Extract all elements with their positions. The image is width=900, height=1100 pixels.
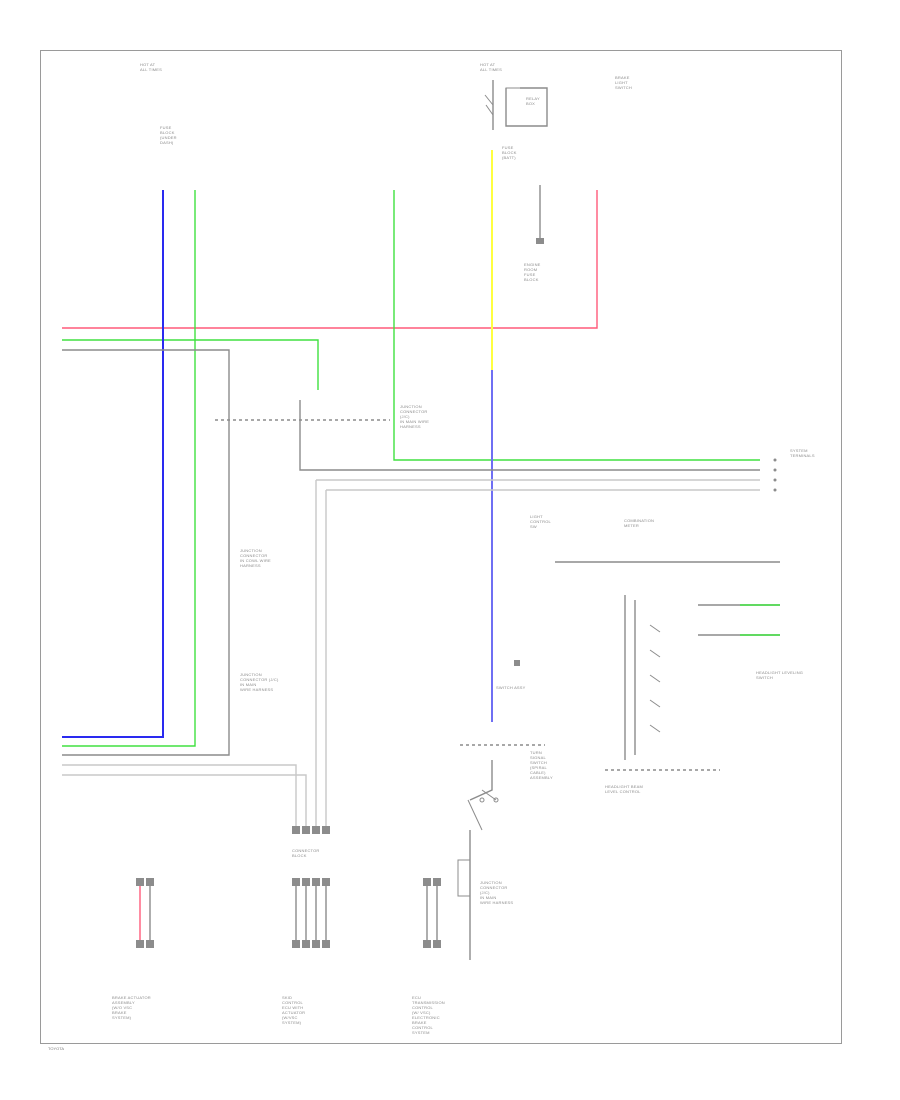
connector-icon bbox=[302, 826, 310, 834]
connector-icon bbox=[302, 878, 310, 886]
wire-dashed-jc bbox=[215, 419, 720, 771]
connector-icon bbox=[423, 940, 431, 948]
headlight-beam-label: HEADLIGHT BEAM LEVEL CONTROL bbox=[605, 784, 644, 794]
junction-bottom-right: JUNCTION CONNECTOR (J/C) IN MAIN WIRE HA… bbox=[480, 880, 514, 905]
connector-icon bbox=[146, 878, 154, 886]
turn-signal-label: TURN SIGNAL SWITCH (SPIRAL CABLE) ASSEMB… bbox=[530, 750, 553, 780]
connector-icon bbox=[146, 940, 154, 948]
wire-green-horizontal bbox=[62, 339, 319, 390]
connector-icon bbox=[292, 826, 300, 834]
connector-icon bbox=[312, 826, 320, 834]
right-edge-header: SYSTEM TERMINALS bbox=[790, 448, 815, 458]
junction-connector-mid: JUNCTION CONNECTOR IN COWL WIRE HARNESS bbox=[240, 548, 271, 568]
connector-icon bbox=[292, 940, 300, 948]
terminal bbox=[773, 468, 777, 472]
switch-assy-label: SWITCH ASSY bbox=[496, 685, 526, 690]
combination-meter: COMBINATION METER bbox=[624, 518, 655, 528]
wire-green-right bbox=[393, 190, 760, 461]
module-mid-label: SKID CONTROL ECU WITH ACTUATOR (W/VSC SY… bbox=[282, 995, 306, 1025]
wire-switch-lines bbox=[555, 561, 780, 760]
headlight-leveling-label: HEADLIGHT LEVELING SWITCH bbox=[756, 670, 804, 680]
connector-icon bbox=[433, 940, 441, 948]
wire-turn bbox=[469, 760, 493, 960]
wire-bottom-mid bbox=[295, 880, 327, 945]
wire-bottom-right bbox=[426, 880, 438, 945]
relay-icon bbox=[505, 87, 548, 127]
switch-icon bbox=[649, 624, 661, 733]
connector-icon bbox=[433, 878, 441, 886]
connector-icon bbox=[136, 878, 144, 886]
relay-box-label: RELAY BOX bbox=[526, 96, 540, 106]
wire-green-vertical-left bbox=[62, 190, 196, 747]
light-control-sw: LIGHT CONTROL SW bbox=[530, 514, 551, 529]
ground-icon bbox=[536, 238, 544, 244]
module-right-label: ECU TRANSMISSION CONTROL (W/ VSC) ELECTR… bbox=[412, 995, 445, 1035]
wire-light-gray-bundle bbox=[62, 479, 760, 830]
connector-icon bbox=[322, 878, 330, 886]
ground-icon bbox=[514, 660, 520, 666]
terminal bbox=[773, 458, 777, 462]
wire-switch-green bbox=[740, 604, 780, 636]
wire-gray-upper bbox=[299, 400, 760, 471]
connector-icon bbox=[457, 859, 471, 897]
engine-fuse-label: ENGINE ROOM FUSE BLOCK bbox=[524, 262, 541, 282]
connector-block-label: CONNECTOR BLOCK bbox=[292, 848, 320, 858]
connector-icon bbox=[312, 940, 320, 948]
module-left-label: BRAKE ACTUATOR ASSEMBLY (W/O VSC BRAKE S… bbox=[112, 995, 151, 1020]
diagram-frame bbox=[40, 50, 842, 1044]
junction-connector-top: JUNCTION CONNECTOR (J/C) IN MAIN WIRE HA… bbox=[400, 404, 430, 429]
hot-at-all-times-right: HOT AT ALL TIMES bbox=[480, 62, 503, 72]
terminal bbox=[773, 488, 777, 492]
connector-icon bbox=[292, 878, 300, 886]
figure-id: TOYOTA bbox=[48, 1046, 65, 1051]
terminal bbox=[773, 478, 777, 482]
wire-blue-left bbox=[62, 190, 164, 738]
wire-gray-left-bundle bbox=[62, 349, 230, 756]
hot-at-all-times-left: HOT AT ALL TIMES bbox=[140, 62, 163, 72]
brake-switch-label: BRAKE LIGHT SWITCH bbox=[615, 75, 632, 90]
switch-icon bbox=[484, 94, 494, 116]
fuse-block-right: FUSE BLOCK (BATT) bbox=[502, 145, 517, 160]
connector-icon bbox=[302, 940, 310, 948]
junction-connector-low: JUNCTION CONNECTOR (J/C) IN MAIN WIRE HA… bbox=[240, 672, 279, 692]
connector-icon bbox=[423, 878, 431, 886]
fuse-block-left: FUSE BLOCK (UNDER DASH) bbox=[160, 125, 177, 145]
connector-icon bbox=[136, 940, 144, 948]
connector-icon bbox=[322, 940, 330, 948]
wire-red bbox=[62, 190, 598, 329]
switch-icon bbox=[467, 789, 499, 831]
connector-icon bbox=[322, 826, 330, 834]
connector-icon bbox=[312, 878, 320, 886]
